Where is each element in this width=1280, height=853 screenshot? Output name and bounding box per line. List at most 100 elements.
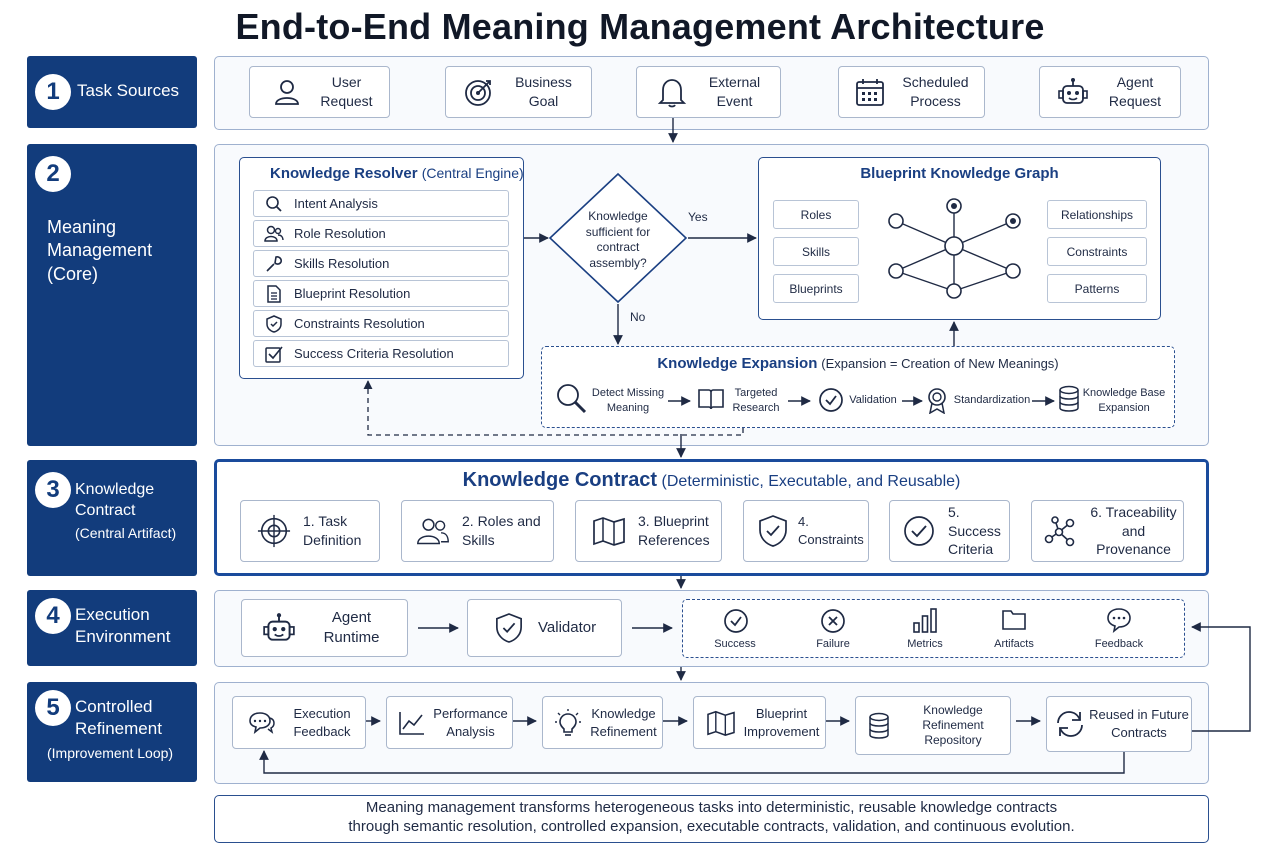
graph-item-roles: Roles [773,200,859,229]
section-number: 1 [35,74,71,110]
x-circle-icon [820,608,846,639]
check-circle-icon [723,608,749,639]
footer-text: Meaning management transforms heterogene… [214,799,1209,837]
source-label: External [708,74,761,91]
footer-line: through semantic resolution, controlled … [348,817,1075,835]
contract-item-label: 6. Traceability [1090,503,1177,520]
map-icon [704,706,738,740]
contract-subtitle: (Deterministic, Executable, and Reusable… [661,473,961,490]
magnifier-icon [555,382,589,419]
decision-line: assembly? [589,255,647,270]
section-number: 3 [35,472,71,508]
bulb-icon [551,706,585,740]
refine-label: Analysis [446,723,495,739]
crosshair-icon [257,514,291,548]
expansion-subtitle: (Expansion = Creation of New Meanings) [821,356,1059,371]
outcome-failure-label: Failure [816,638,850,650]
runtime-label: Agent [331,608,372,626]
map-icon [592,514,626,548]
decision-line: Knowledge [588,209,648,223]
bell-icon [655,75,689,109]
source-label: Request [320,93,373,109]
section-4-label: 4 Execution Environment [27,590,197,666]
resolver-title-text: Knowledge Resolver [270,165,418,182]
decision-no-label: No [630,310,646,324]
section-5-label: 5 Controlled Refinement (Improvement Loo… [27,682,197,782]
contract-item-label: 4. Constraints [798,514,864,547]
section-number: 5 [35,690,71,726]
contract-title: Knowledge Contract (Deterministic, Execu… [214,469,1209,492]
graph-item-relationships: Relationships [1047,200,1147,229]
resolver-item-intent: Intent Analysis [253,190,509,217]
shield-check-icon [492,611,526,645]
contract-item-label: 5. Success [948,503,1001,539]
refine-label: Knowledge [923,703,983,717]
section-label: Meaning Management (Core) [47,217,153,284]
users-icon [254,225,294,243]
outcome-success-label: Success [714,638,756,650]
section-label: Knowledge Contract [75,481,155,519]
contract-item-label: 1. Task [303,513,348,530]
source-label: Business [515,74,572,91]
outcome-metrics-label: Metrics [907,638,943,650]
nodes-icon [1042,514,1076,548]
refine-label: Reused in Future [1089,707,1189,723]
section-label: Execution Environment [75,605,171,647]
shield-check-icon [756,514,790,548]
resolver-item-role: Role Resolution [253,220,509,247]
resolver-item-success: Success Criteria Resolution [253,340,509,367]
folder-icon [1001,608,1027,637]
line-chart-icon [395,706,429,740]
source-label: User [331,74,362,91]
section-2-label: 2 Meaning Management (Core) [27,144,197,446]
graph-title: Blueprint Knowledge Graph [860,165,1059,182]
robot-icon [1056,75,1090,109]
check-circle-icon [902,514,936,548]
chat-icon [1106,607,1132,638]
database-icon [1058,385,1080,418]
refine-label: Execution [293,705,351,721]
refine-label: Knowledge [591,705,656,721]
badge-icon [925,386,949,419]
contract-item-label: Criteria [948,541,994,558]
expansion-title: Knowledge Expansion (Expansion = Creatio… [541,355,1175,372]
source-label: Scheduled [902,74,969,91]
graph-item-blueprints: Blueprints [773,274,859,303]
section-number: 4 [35,598,71,634]
refresh-icon [1053,707,1087,741]
graph-item-skills: Skills [773,237,859,266]
database-icon [862,709,896,743]
resolver-item-constraints: Constraints Resolution [253,310,509,337]
validator-label: Validator [538,618,597,636]
expansion-step-label: Targeted [734,387,778,399]
resolver-item-label: Blueprint Resolution [294,286,411,301]
decision-line: sufficient for [585,224,651,239]
resolver-item-label: Success Criteria Resolution [294,346,454,361]
section-number: 2 [35,156,71,192]
expansion-title-text: Knowledge Expansion [657,355,818,372]
book-icon [697,386,725,417]
check-circle-icon [818,387,844,418]
expansion-step-label: Expansion [1098,401,1150,414]
resolver-item-label: Skills Resolution [294,256,390,271]
search-icon [254,195,294,213]
decision-line: contract [596,240,640,255]
contract-item-label: References [638,532,710,548]
users-icon [416,514,450,548]
contract-item-label: 3. Blueprint [638,513,709,530]
contract-title-text: Knowledge Contract [462,469,658,491]
source-label: Agent [1116,74,1154,91]
footer-line: Meaning management transforms heterogene… [365,799,1058,816]
decision-yes-label: Yes [688,210,708,224]
